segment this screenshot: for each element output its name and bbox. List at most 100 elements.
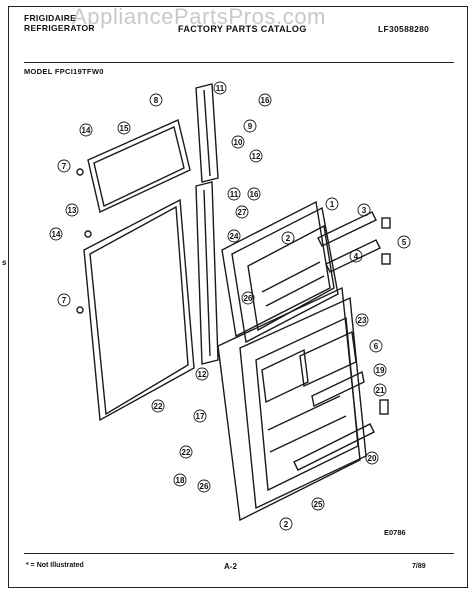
callout-17: 17 xyxy=(196,412,205,421)
butter-compartment xyxy=(311,370,365,408)
fresh-food-door-gasket-inner xyxy=(89,205,189,416)
callout-circle xyxy=(49,227,63,241)
callout-circle xyxy=(258,93,272,107)
trim-strip-upper xyxy=(195,83,219,183)
callout-circle xyxy=(325,197,339,211)
callout-19: 19 xyxy=(376,366,385,375)
shelf-retainer-small xyxy=(379,399,389,415)
callout-5: 5 xyxy=(402,238,407,247)
brand-name: FRIGIDAIRE xyxy=(24,13,77,23)
callout-circle xyxy=(151,399,165,413)
callout-22: 22 xyxy=(182,448,191,457)
callout-circle xyxy=(195,367,209,381)
freezer-door-outer xyxy=(221,200,331,338)
model-label: MODEL FPCI19TFW0 xyxy=(24,67,104,76)
callout-13: 13 xyxy=(68,206,77,215)
product-type: REFRIGERATOR xyxy=(24,23,95,33)
callout-circle xyxy=(243,119,257,133)
callout-3: 3 xyxy=(362,206,367,215)
freezer-door-gasket xyxy=(87,119,191,214)
callout-circle xyxy=(227,187,241,201)
callout-circle xyxy=(197,479,211,493)
callout-circle xyxy=(373,383,387,397)
trim-strip-lower xyxy=(195,181,219,365)
callout-4: 4 xyxy=(354,252,359,261)
trim-strip-upper-edge xyxy=(203,89,211,177)
side-mark: s xyxy=(2,258,7,267)
fresh-food-door-gasket xyxy=(83,198,195,422)
screw-hinge xyxy=(84,230,92,238)
callout-16: 16 xyxy=(261,96,270,105)
freezer-door-liner xyxy=(231,206,339,344)
footer-divider xyxy=(24,553,454,554)
callout-14: 14 xyxy=(82,126,91,135)
callout-circle xyxy=(281,231,295,245)
dairy-door xyxy=(299,330,357,388)
callout-26b: 26 xyxy=(244,294,253,303)
callout-circle xyxy=(241,291,255,305)
catalog-title: FACTORY PARTS CATALOG xyxy=(178,24,307,34)
callout-circle xyxy=(279,517,293,531)
callout-circle xyxy=(213,81,227,95)
page-frame xyxy=(8,6,468,588)
catalog-title-text: FACTORY PARTS CATALOG xyxy=(178,24,307,34)
callout-18: 18 xyxy=(176,476,185,485)
callout-circle xyxy=(373,363,387,377)
not-illustrated-note: * = Not Illustrated xyxy=(26,562,84,569)
dairy-compartment xyxy=(261,348,309,404)
brand-block: FRIGIDAIRE REFRIGERATOR xyxy=(24,13,95,33)
door-shelf-line-1 xyxy=(267,395,341,431)
callout-circle xyxy=(311,497,325,511)
callout-21: 21 xyxy=(376,386,385,395)
callout-circle xyxy=(357,203,371,217)
screw-lower xyxy=(76,306,84,314)
callout-11b: 11 xyxy=(230,190,239,199)
callout-12b: 12 xyxy=(198,370,207,379)
callout-circle xyxy=(235,205,249,219)
callout-circle xyxy=(231,135,245,149)
callout-labels: 1 2 2 3 4 5 6 7 7 8 9 10 11 11 12 12 13 … xyxy=(49,81,411,531)
callout-circle xyxy=(369,339,383,353)
callout-circle xyxy=(65,203,79,217)
callout-23: 23 xyxy=(358,316,367,325)
callout-22b: 22 xyxy=(154,402,163,411)
door-shelf-line-2 xyxy=(269,415,347,453)
fresh-food-door-liner-inner xyxy=(255,316,359,492)
callout-circle xyxy=(227,229,241,243)
callout-7: 7 xyxy=(62,162,67,171)
callout-circle xyxy=(247,187,261,201)
page-number: A-2 xyxy=(224,562,237,571)
freezer-shelf-line-1 xyxy=(261,261,321,293)
callout-10: 10 xyxy=(234,138,243,147)
callout-11: 11 xyxy=(216,84,225,93)
door-shelf-lower xyxy=(293,423,375,471)
catalog-number: LF30588280 xyxy=(378,24,430,34)
freezer-door-gasket-inner xyxy=(93,126,185,208)
watermark: AppliancePartsPros.com xyxy=(72,4,327,29)
shelf-retainer-lower xyxy=(381,253,391,265)
callout-circle xyxy=(193,409,207,423)
callout-24: 24 xyxy=(230,232,239,241)
callout-9: 9 xyxy=(248,122,253,131)
callout-circle xyxy=(349,249,363,263)
callout-circle xyxy=(79,123,93,137)
callout-26: 26 xyxy=(200,482,209,491)
screw-upper xyxy=(76,168,84,176)
shelf-retainer-upper xyxy=(381,217,391,229)
callout-2b: 2 xyxy=(284,520,289,529)
callout-8: 8 xyxy=(154,96,159,105)
callout-16b: 16 xyxy=(250,190,259,199)
callout-25: 25 xyxy=(314,500,323,509)
callout-27: 27 xyxy=(238,208,247,217)
callout-circle xyxy=(249,149,263,163)
callout-circle xyxy=(173,473,187,487)
freezer-shelf-line-2 xyxy=(265,275,325,307)
callout-14b: 14 xyxy=(52,230,61,239)
catalog-date: 7/89 xyxy=(412,563,426,570)
callout-circle xyxy=(179,445,193,459)
diagram-code: E0786 xyxy=(384,528,406,537)
callout-circle xyxy=(397,235,411,249)
freezer-door-shelf xyxy=(317,211,377,247)
header-divider xyxy=(24,62,454,63)
